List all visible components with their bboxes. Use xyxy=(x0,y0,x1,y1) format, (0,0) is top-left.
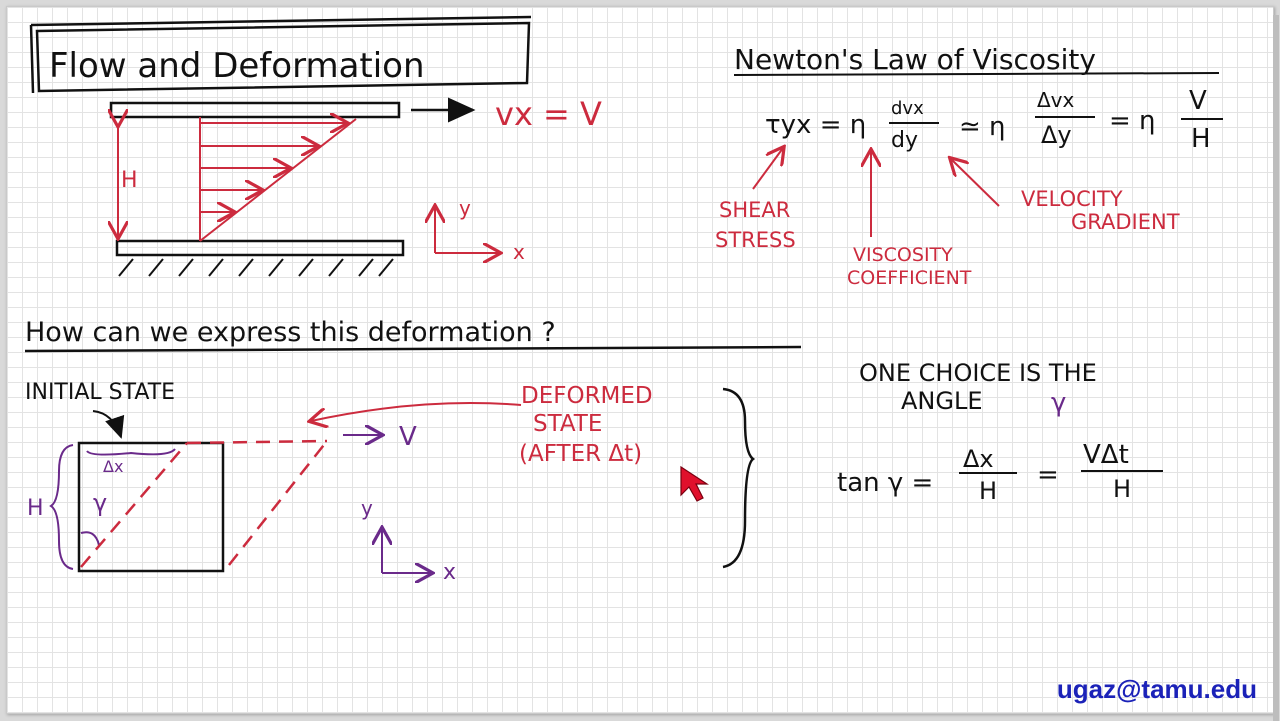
deform-x-axis: x xyxy=(443,560,456,585)
choice-line-2: ANGLE xyxy=(901,387,983,415)
initial-element xyxy=(77,441,225,573)
velocity-label: vx = V xyxy=(495,95,602,133)
fraction1-numerator: Δx xyxy=(963,445,994,473)
deform-velocity-label: V xyxy=(399,422,417,452)
y-axis-label: y xyxy=(459,196,471,220)
title-box: Flow and Deformation xyxy=(29,15,532,94)
viscosity-label-2: COEFFICIENT xyxy=(847,267,972,289)
couette-flow-diagram: vx = V H y x xyxy=(109,95,602,277)
v-numerator: V xyxy=(1189,86,1207,116)
pointer-cursor-icon xyxy=(680,465,710,502)
shear-label-1: SHEAR xyxy=(719,198,790,222)
shear-label-2: STRESS xyxy=(715,228,796,252)
fraction2-denominator: H xyxy=(1113,475,1131,503)
delta-numerator: Δvx xyxy=(1037,88,1075,112)
deformed-label-1: DEFORMED xyxy=(521,383,653,409)
delta-denominator: Δy xyxy=(1041,121,1072,149)
deformation-diagram: INITIAL STATE H Δx γ V y x DEFORMED STAT… xyxy=(25,380,756,585)
bottom-plate xyxy=(115,239,405,257)
initial-state-label: INITIAL STATE xyxy=(25,380,175,405)
deformed-label-3: (AFTER Δt) xyxy=(519,441,642,467)
delta-x-label: Δx xyxy=(103,457,123,476)
contact-email[interactable]: ugaz@tamu.edu xyxy=(1056,674,1257,704)
approx-eta: ≃ η xyxy=(959,112,1006,142)
velocity-gradient-label-2: GRADIENT xyxy=(1071,210,1180,234)
fraction2-numerator: VΔt xyxy=(1083,440,1129,470)
velocity-gradient-label-1: VELOCITY xyxy=(1021,187,1123,211)
equals-eta: = η xyxy=(1109,106,1156,136)
newtons-law: Newton's Law of Viscosity τyx = η dvx dy… xyxy=(715,43,1223,289)
x-axis-label: x xyxy=(513,240,525,264)
whiteboard-canvas: Flow and Deformation vx = V H xyxy=(24,15,1223,585)
ground-hatching xyxy=(118,258,394,277)
fraction1-denominator: H xyxy=(979,477,997,505)
choice-line-1: ONE CHOICE IS THE xyxy=(859,359,1097,387)
shear-stress-lhs: τyx = η xyxy=(765,110,866,140)
newton-heading: Newton's Law of Viscosity xyxy=(734,43,1096,76)
angle-choice: ONE CHOICE IS THE ANGLE γ tan γ = Δx H =… xyxy=(837,359,1163,505)
question-text: How can we express this deformation ? xyxy=(25,317,556,348)
deformed-outline xyxy=(80,439,328,568)
deform-height-label: H xyxy=(27,496,44,521)
gradient-denominator: dy xyxy=(891,128,918,153)
choice-gamma: γ xyxy=(1051,388,1066,418)
height-label: H xyxy=(121,168,138,193)
top-plate xyxy=(109,101,401,119)
whiteboard-page: Flow and Deformation vx = V H xyxy=(6,6,1279,721)
deformed-label-2: STATE xyxy=(533,411,602,437)
deform-y-axis: y xyxy=(361,496,373,520)
velocity-profile xyxy=(199,117,357,242)
gradient-numerator: dvx xyxy=(891,98,924,119)
page-title: Flow and Deformation xyxy=(49,46,425,86)
gamma-label: γ xyxy=(93,489,107,517)
viscosity-label-1: VISCOSITY xyxy=(853,244,953,266)
h-denominator: H xyxy=(1191,124,1211,154)
fraction-equals: = xyxy=(1037,460,1059,490)
question: How can we express this deformation ? xyxy=(24,317,802,353)
tan-gamma-lhs: tan γ = xyxy=(837,468,933,498)
